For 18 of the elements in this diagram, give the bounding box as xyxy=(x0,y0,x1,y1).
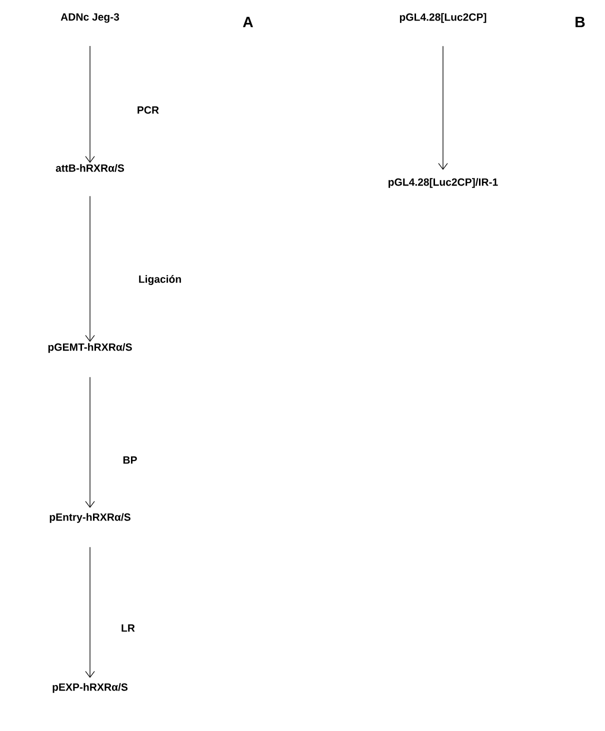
arrow xyxy=(85,46,95,163)
edge-label: PCR xyxy=(138,106,159,114)
arrow xyxy=(85,376,95,508)
arrow xyxy=(438,46,448,170)
construct-label: pGL4.28[Luc2CP]/IR-1 xyxy=(388,178,498,188)
edge-label: BP xyxy=(123,456,137,464)
arrow xyxy=(85,546,95,678)
edge-label: Ligación xyxy=(139,275,181,285)
construct-label: pGEMT-hRXRα/S xyxy=(48,343,132,353)
edge-label: LR xyxy=(122,624,135,632)
panel-letter: B xyxy=(576,16,585,28)
construct-label: pEntry-hRXRα/S xyxy=(50,513,130,523)
construct-label: attB-hRXRα/S xyxy=(56,164,124,172)
panel-letter: A xyxy=(242,16,253,28)
construct-label: pGL4.28[Luc2CP] xyxy=(400,13,486,23)
arrow xyxy=(85,196,95,342)
construct-label: ADNc Jeg-3 xyxy=(60,13,120,23)
construct-label: pEXP-hRXRα/S xyxy=(52,683,128,693)
